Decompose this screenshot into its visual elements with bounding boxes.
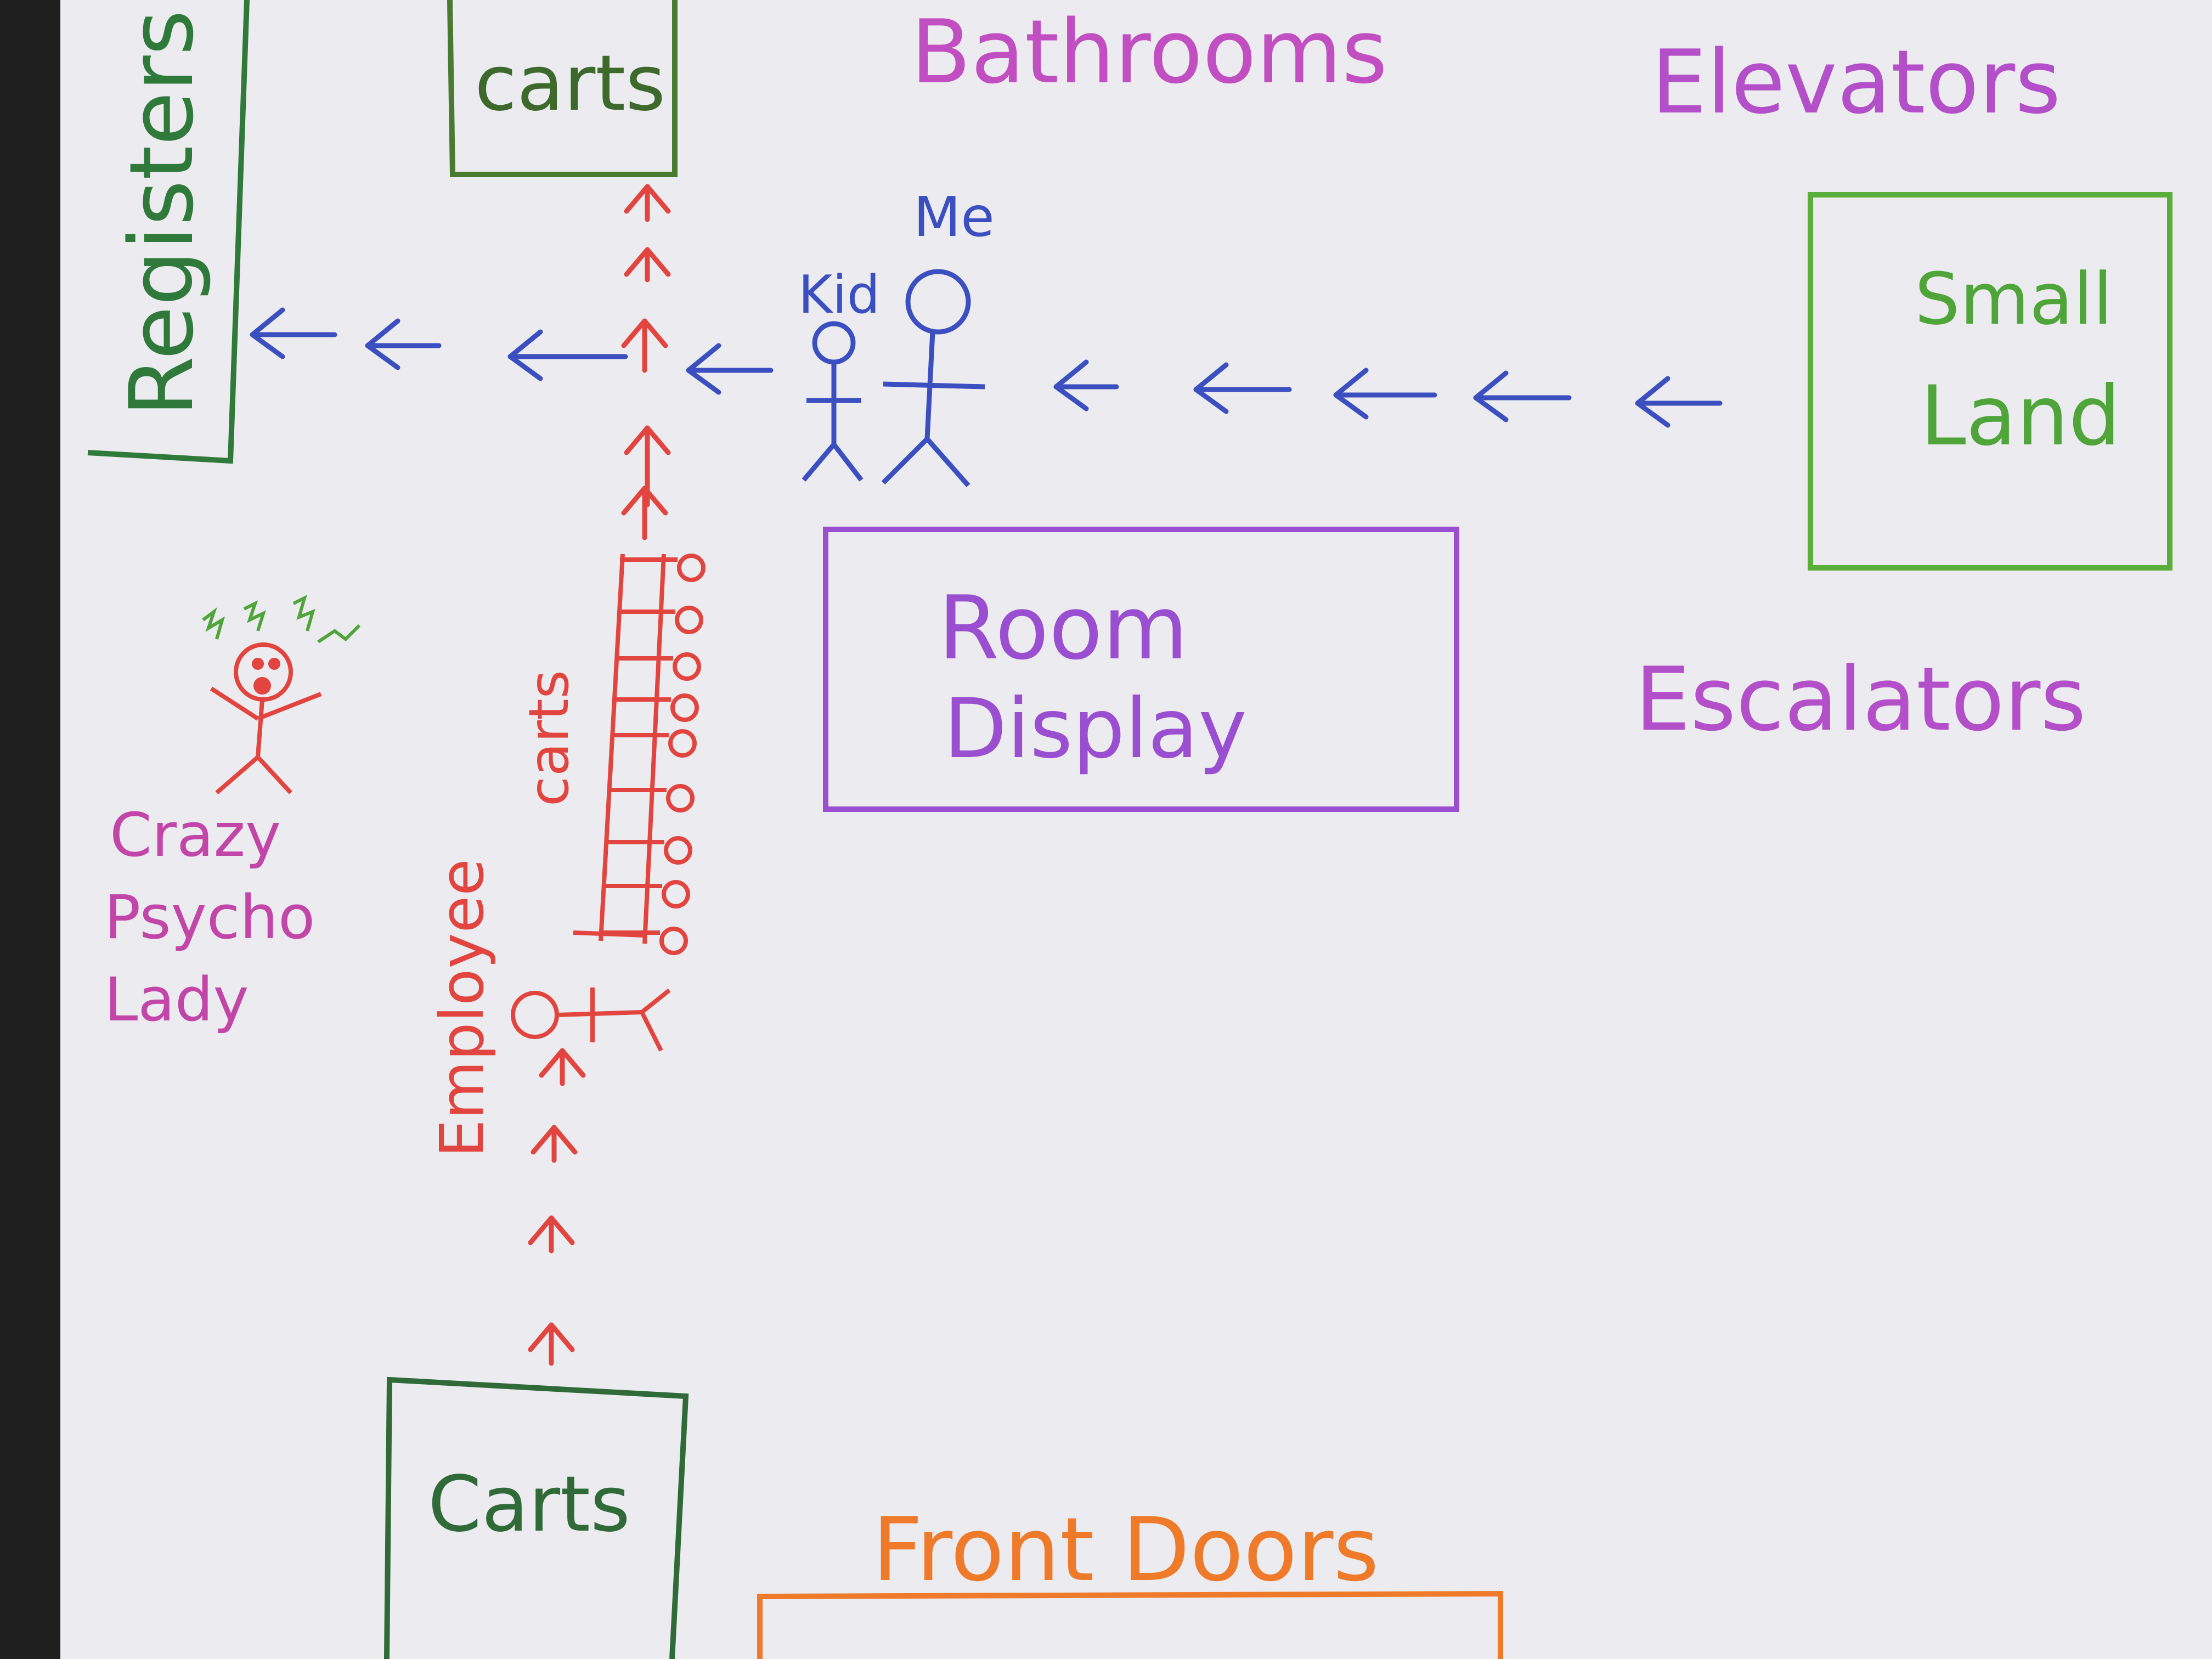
kid-label: Kid xyxy=(798,265,880,325)
arrow-head xyxy=(624,425,671,455)
arrow-head xyxy=(250,307,285,359)
front-doors-outline xyxy=(757,1590,1503,1659)
me-stick-figure xyxy=(881,269,985,487)
stress-lines-icon xyxy=(202,595,361,644)
small-land-line2: Land xyxy=(1920,369,2121,464)
arrow-up-icon xyxy=(624,184,671,222)
cart-wheel xyxy=(666,784,695,812)
room-display-box xyxy=(823,527,1459,812)
cart-wheel xyxy=(675,606,703,634)
paper-sheet xyxy=(60,0,2212,1659)
bathrooms-label: Bathrooms xyxy=(911,1,1387,103)
arrow-head xyxy=(539,1048,586,1078)
elevators-label: Elevators xyxy=(1651,31,2061,133)
arrow-left-icon xyxy=(365,318,442,370)
arrow-up-icon xyxy=(621,318,668,373)
arrow-head xyxy=(624,184,671,214)
arrow-up-icon xyxy=(621,486,668,540)
arrow-head xyxy=(507,329,543,381)
crazy-lady-line2: Psycho xyxy=(104,882,315,952)
escalators-label: Escalators xyxy=(1635,648,2086,751)
cart-wheel xyxy=(668,729,697,758)
me-label: Me xyxy=(913,185,995,249)
carts-top-box xyxy=(447,0,678,177)
front-doors-label: Front Doors xyxy=(872,1498,1379,1601)
arrow-head xyxy=(1053,359,1089,411)
arrow-up-icon xyxy=(531,1125,578,1163)
arrow-head xyxy=(365,318,400,370)
arrow-left-icon xyxy=(1473,370,1572,422)
arrow-head xyxy=(686,343,721,395)
arrow-head xyxy=(624,247,671,277)
arrow-head xyxy=(1473,370,1509,422)
cart-wheel xyxy=(662,880,690,909)
crazy-lady-line3: Lady xyxy=(104,964,249,1035)
left-table-edge xyxy=(0,0,60,1659)
room-display-line1: Room xyxy=(938,577,1188,679)
room-display-line2: Display xyxy=(944,681,1247,777)
small-land-box xyxy=(1808,192,2172,571)
arrow-up-icon xyxy=(624,247,671,283)
arrow-left-icon xyxy=(1193,362,1292,414)
arrow-head xyxy=(621,318,668,348)
arrow-head xyxy=(1193,362,1229,414)
crazy-lady-stick-figure xyxy=(210,642,322,795)
cart-stack-drawing xyxy=(573,554,706,955)
red-cart-path xyxy=(528,184,671,1366)
arrow-left-icon xyxy=(507,329,628,381)
arrow-up-icon xyxy=(539,1048,586,1086)
employee-label: Employee xyxy=(427,859,497,1158)
arrow-head xyxy=(1635,376,1671,428)
blue-walking-path xyxy=(250,307,1723,428)
registers-box xyxy=(87,0,250,464)
arrow-head xyxy=(528,1215,575,1245)
arrow-left-icon xyxy=(1053,359,1119,411)
kid-stick-figure xyxy=(802,321,864,482)
cart-stack-base xyxy=(573,930,645,938)
cart-wheel xyxy=(670,693,699,722)
employee-stick-figure xyxy=(511,988,671,1052)
cart-wheel xyxy=(664,836,692,865)
arrow-head xyxy=(528,1322,575,1352)
arrow-up-icon xyxy=(528,1322,575,1366)
arrow-left-icon xyxy=(250,307,337,359)
small-land-line1: Small xyxy=(1915,257,2113,341)
arrow-up-icon xyxy=(528,1215,575,1254)
cart-stack-rail-right xyxy=(642,554,666,944)
carts-bottom-box xyxy=(384,1376,689,1659)
cart-wheel xyxy=(659,927,688,955)
arrow-head xyxy=(1333,368,1369,420)
arrow-head xyxy=(531,1125,578,1155)
cart-wheel xyxy=(673,652,701,681)
carts-top-label: carts xyxy=(475,39,665,128)
cart-stack-rail-left xyxy=(599,554,625,941)
carts-stack-label: carts xyxy=(517,670,581,806)
crazy-lady-line1: Crazy xyxy=(110,800,281,870)
arrow-left-icon xyxy=(1635,376,1723,428)
arrow-left-icon xyxy=(686,343,774,395)
arrow-head xyxy=(621,486,668,516)
arrow-left-icon xyxy=(1333,368,1437,420)
carts-bottom-label: Carts xyxy=(428,1460,630,1549)
cart-wheel xyxy=(677,554,706,582)
registers-label: Registers xyxy=(110,10,213,417)
